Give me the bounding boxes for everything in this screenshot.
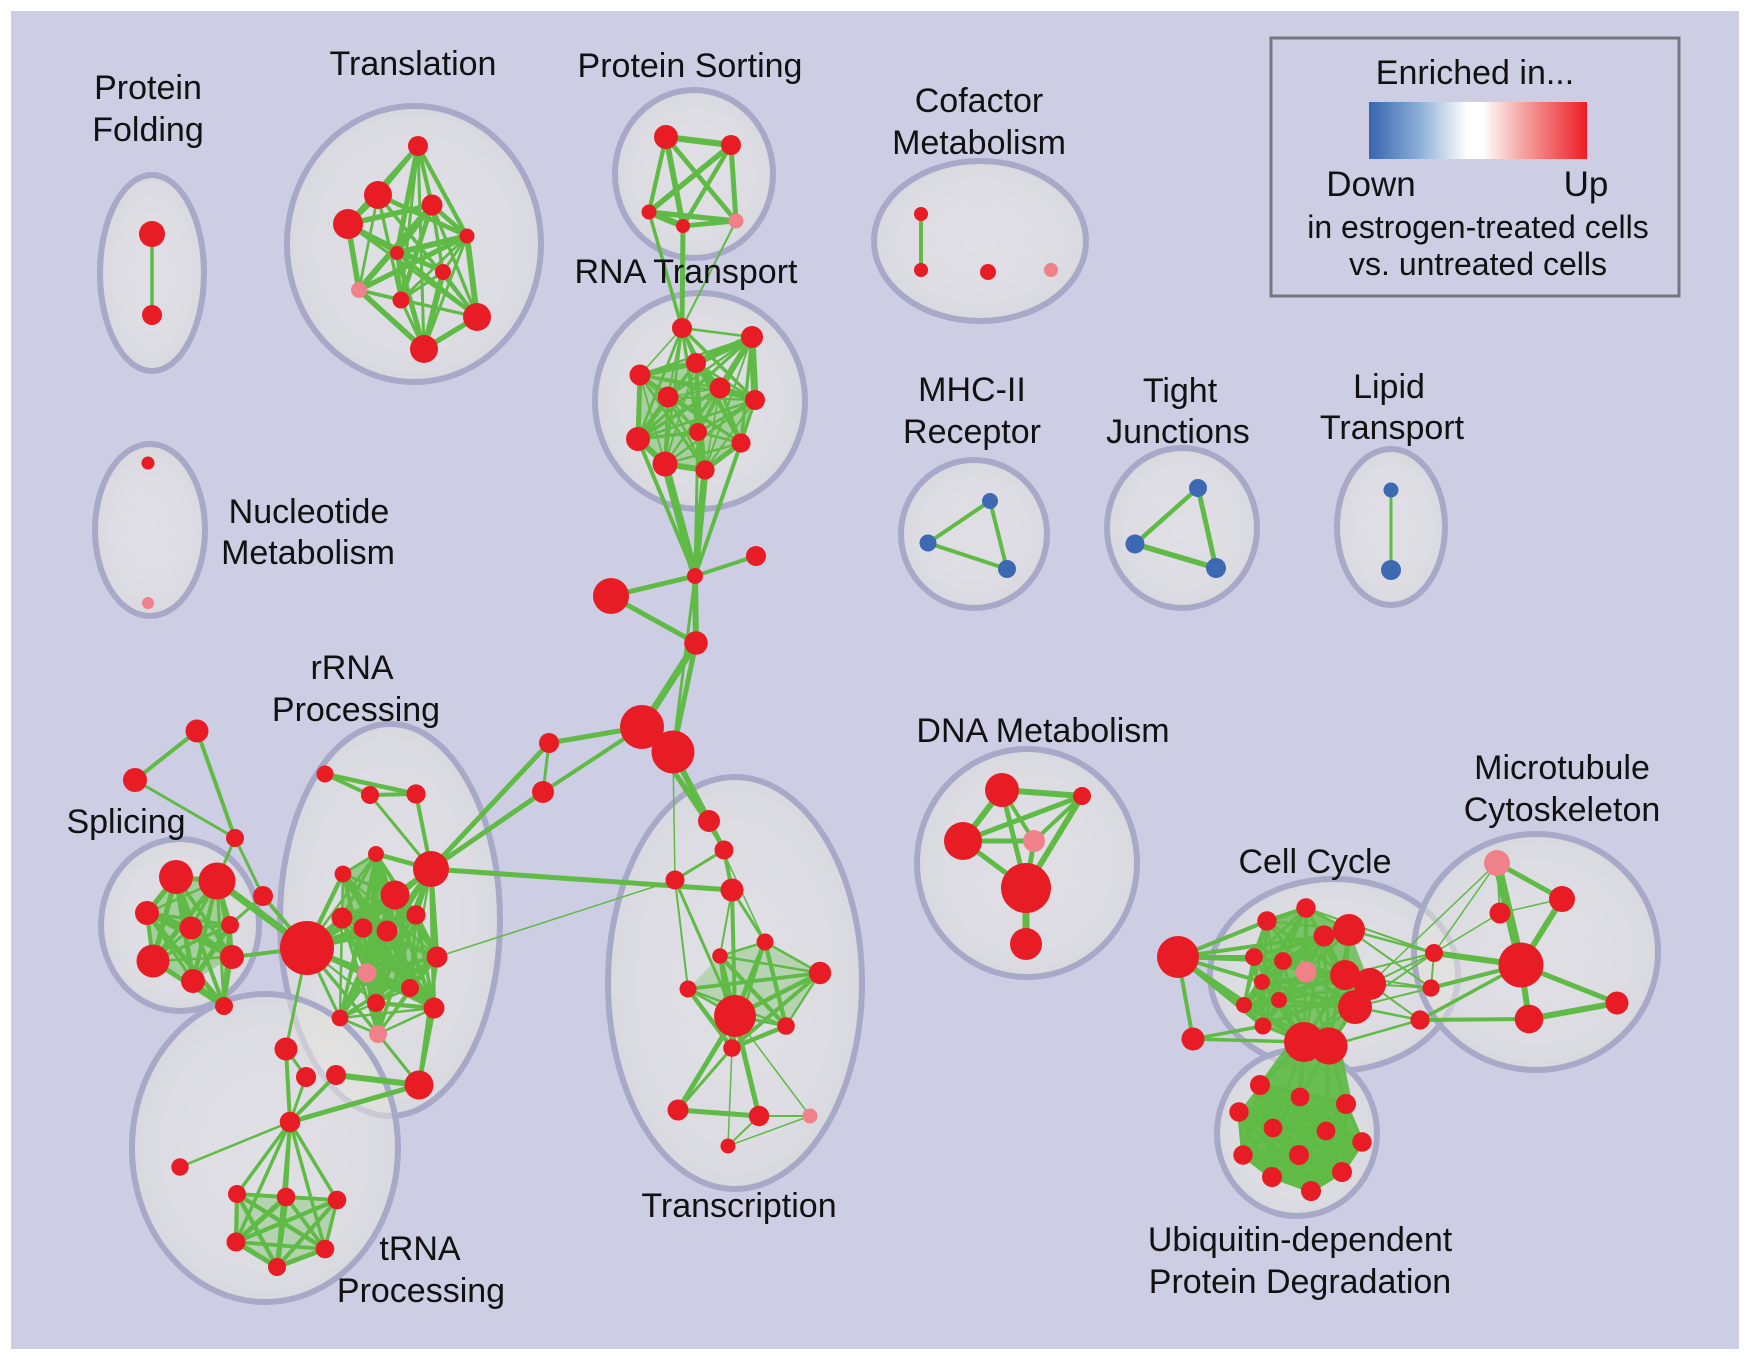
svg-text:Protein: Protein: [94, 69, 202, 107]
svg-text:in estrogen-treated cells: in estrogen-treated cells: [1307, 209, 1649, 245]
svg-text:rRNA: rRNA: [310, 649, 393, 687]
svg-text:Down: Down: [1326, 165, 1415, 204]
svg-text:Processing: Processing: [337, 1272, 505, 1310]
svg-text:Junctions: Junctions: [1106, 413, 1250, 451]
svg-text:Protein Sorting: Protein Sorting: [578, 47, 803, 85]
svg-text:Up: Up: [1564, 165, 1609, 204]
svg-text:tRNA: tRNA: [379, 1230, 461, 1268]
svg-text:Tight: Tight: [1143, 372, 1218, 410]
svg-text:Transport: Transport: [1320, 409, 1465, 447]
svg-text:Nucleotide: Nucleotide: [229, 493, 390, 531]
svg-text:Transcription: Transcription: [641, 1187, 836, 1225]
svg-text:vs. untreated cells: vs. untreated cells: [1349, 246, 1607, 282]
svg-text:Processing: Processing: [272, 691, 440, 729]
svg-text:Microtubule: Microtubule: [1474, 749, 1650, 787]
svg-text:Ubiquitin-dependent: Ubiquitin-dependent: [1148, 1221, 1453, 1259]
svg-text:Lipid: Lipid: [1353, 368, 1425, 406]
svg-text:Splicing: Splicing: [66, 803, 185, 841]
svg-text:Enriched in...: Enriched in...: [1376, 54, 1574, 92]
svg-text:Cell Cycle: Cell Cycle: [1238, 843, 1391, 881]
svg-text:Translation: Translation: [330, 45, 497, 83]
svg-text:Metabolism: Metabolism: [892, 124, 1066, 162]
svg-text:Cytoskeleton: Cytoskeleton: [1464, 791, 1661, 829]
svg-text:Protein Degradation: Protein Degradation: [1149, 1263, 1451, 1301]
svg-text:RNA Transport: RNA Transport: [575, 253, 799, 291]
svg-text:MHC-II: MHC-II: [918, 371, 1026, 409]
svg-text:Cofactor: Cofactor: [915, 82, 1044, 120]
svg-text:Receptor: Receptor: [903, 413, 1041, 451]
svg-text:DNA Metabolism: DNA Metabolism: [916, 712, 1169, 750]
svg-text:Folding: Folding: [92, 111, 204, 149]
svg-text:Metabolism: Metabolism: [221, 534, 395, 572]
